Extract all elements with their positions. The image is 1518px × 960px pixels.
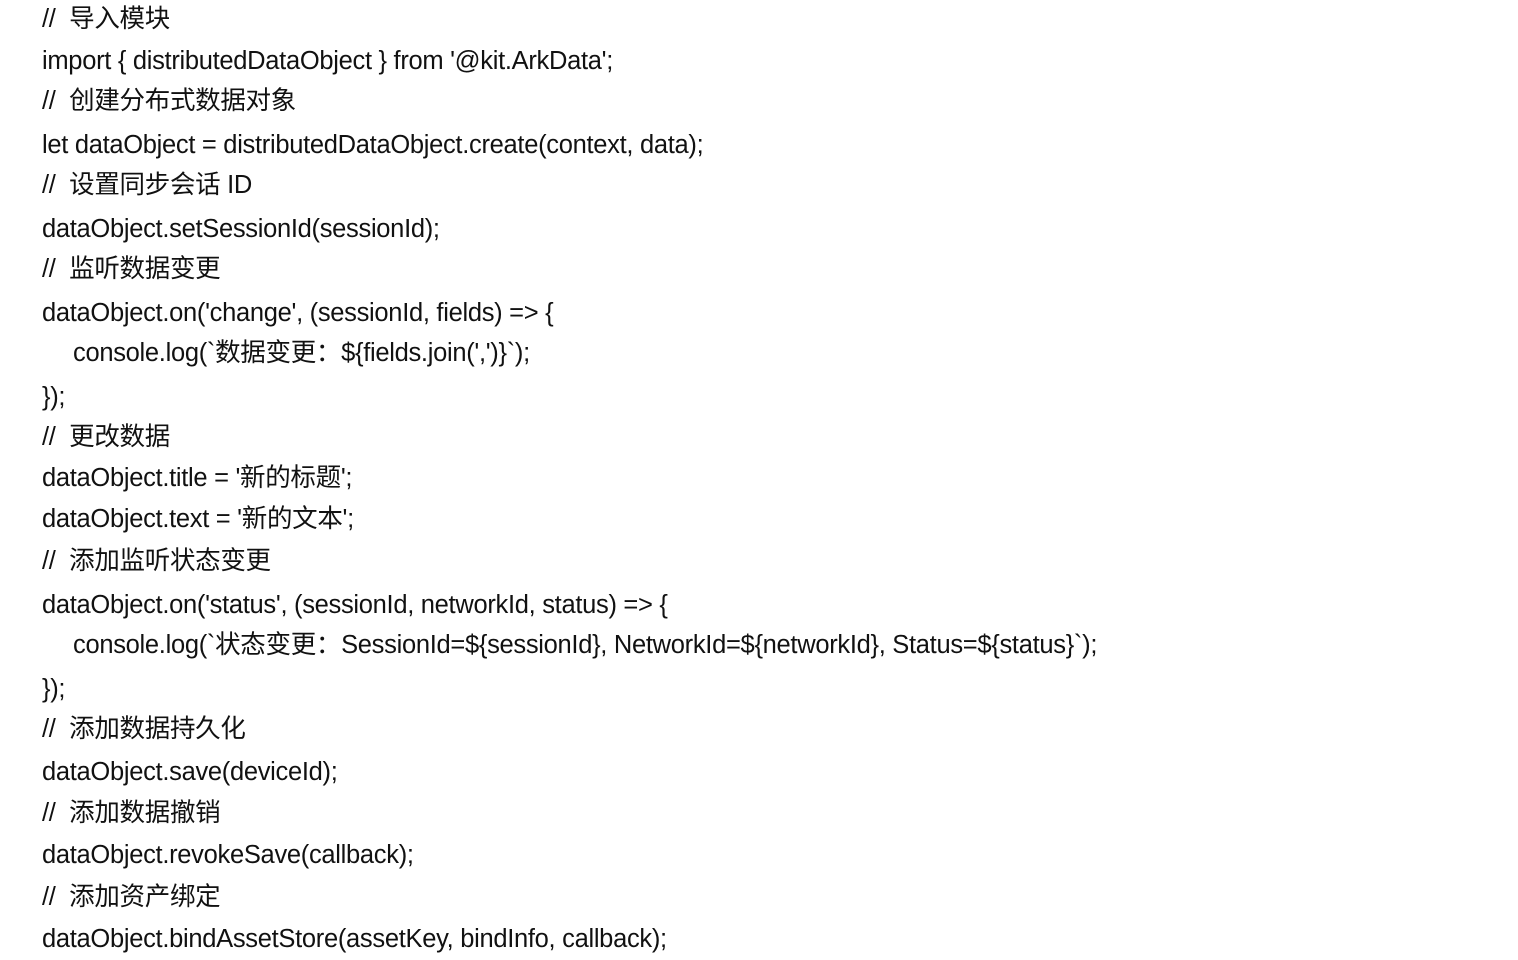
code-line-set-session: dataObject.setSessionId(sessionId); (42, 215, 440, 243)
comment-listen-status: // 添加监听状态变更 (42, 547, 271, 575)
comment-modify-data: // 更改数据 (42, 423, 170, 451)
code-line-bind-asset-store: dataObject.bindAssetStore(assetKey, bind… (42, 925, 667, 953)
code-line-close-change: }); (42, 383, 66, 411)
code-line-save: dataObject.save(deviceId); (42, 758, 338, 786)
code-line-log-change: console.log(`数据变更：${fields.join(',')}`); (73, 339, 530, 367)
comment-persist: // 添加数据持久化 (42, 715, 246, 743)
code-line-revoke-save: dataObject.revokeSave(callback); (42, 841, 414, 869)
comment-revoke: // 添加数据撤销 (42, 799, 221, 827)
code-line-import: import { distributedDataObject } from '@… (42, 47, 614, 75)
comment-import-module: // 导入模块 (42, 5, 170, 33)
code-line-set-text: dataObject.text = '新的文本'; (42, 505, 354, 533)
code-line-on-change: dataObject.on('change', (sessionId, fiel… (42, 299, 554, 327)
comment-set-session: // 设置同步会话 ID (42, 171, 253, 199)
code-line-close-status: }); (42, 675, 66, 703)
code-line-set-title: dataObject.title = '新的标题'; (42, 464, 353, 492)
code-line-log-status: console.log(`状态变更：SessionId=${sessionId}… (73, 631, 1098, 659)
code-line-create: let dataObject = distributedDataObject.c… (42, 131, 704, 159)
comment-asset-bind: // 添加资产绑定 (42, 883, 221, 911)
code-line-on-status: dataObject.on('status', (sessionId, netw… (42, 591, 668, 619)
comment-create-object: // 创建分布式数据对象 (42, 87, 296, 115)
comment-listen-change: // 监听数据变更 (42, 255, 221, 283)
